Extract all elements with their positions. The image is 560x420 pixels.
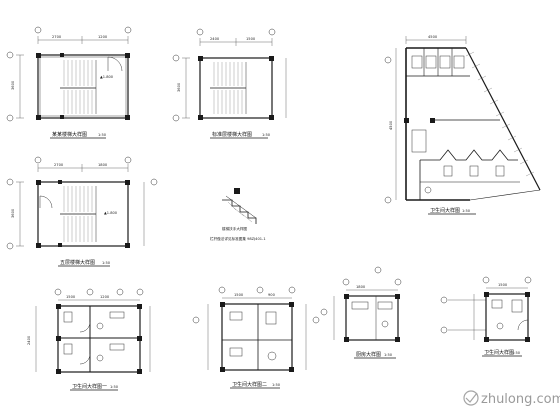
drawing-scale: 1:50	[102, 261, 111, 265]
drawing-title: 厨房大样图	[356, 351, 381, 358]
drawing-scale: 1:50	[384, 353, 393, 357]
drawing-scale: 1:50	[110, 385, 119, 389]
dim-label: 1500	[66, 295, 76, 299]
dim-label: 2400	[210, 37, 220, 41]
watermark-text: zhulong.com	[481, 392, 560, 407]
railing-detail: 楼梯扶手大样图 栏杆做法详见标准图集 98ZJ401-1	[210, 188, 266, 241]
dim-label: 1500	[498, 283, 508, 287]
drawing-title: 卫生间大样图二	[232, 381, 267, 388]
dim-label: 1500	[246, 37, 256, 41]
toilet-plan-1: 1500 1200 2400 卫生间大样图一 1:50	[27, 288, 151, 391]
toilet-plan-3: 1500 卫生间大样图 1:50	[440, 276, 532, 357]
drawing-scale: 1:50	[262, 133, 271, 137]
detail-title: 楼梯扶手大样图	[222, 226, 248, 231]
drawing-title: 卫生间大样图	[430, 207, 460, 214]
dim-label: 1800	[356, 285, 366, 289]
dim-label: 3600	[11, 208, 15, 218]
detail-note: 栏杆做法详见标准图集 98ZJ401-1	[210, 236, 266, 241]
drawing-scale: 1:50	[512, 351, 521, 355]
toilet-plan-triangular: 4500 4500	[384, 35, 541, 215]
drawing-title: 卫生间大样图	[484, 349, 514, 356]
dim-label: 2700	[52, 35, 62, 39]
drawing-scale: 1:50	[462, 209, 471, 213]
dim-label: 1200	[100, 295, 110, 299]
room-label: ▲1.800	[104, 211, 118, 215]
drawing-title: 卫生间大样图一	[72, 383, 107, 390]
watermark: zhulong.com	[463, 390, 560, 407]
dim-label: 4500	[389, 120, 393, 130]
dim-label: 3600	[177, 82, 181, 92]
stair-plan-2: 2400 1500 3600 标准层楼梯大样图 1:50	[172, 28, 287, 139]
drawing-title: 标准层楼梯大样图	[212, 131, 252, 138]
drawing-scale: 1:50	[272, 383, 281, 387]
dim-label: 1200	[98, 35, 108, 39]
dim-label: 2700	[54, 163, 64, 167]
stair-plan-3: 2700 1800 3600 ▲1.800 五层楼梯大样	[6, 156, 158, 267]
dim-label: 1800	[98, 163, 108, 167]
dim-label: 4500	[428, 35, 438, 39]
room-label: ▲1.800	[100, 75, 114, 79]
kitchen-plan: 1800 厨房大样图 1:50	[320, 266, 402, 359]
dim-label: 2400	[27, 335, 31, 345]
stair-plan-1: 2700 1200 3600	[6, 26, 132, 139]
drawing-title: 五层楼梯大样图	[60, 259, 95, 266]
drawing-title: 某某楼梯大样图	[52, 131, 87, 138]
toilet-plan-2: 1500 900 卫生间大样图二 1:50	[192, 286, 320, 389]
dim-label: 1500	[234, 293, 244, 297]
drawing-scale: 1:50	[98, 133, 107, 137]
dim-label: 3600	[11, 80, 15, 90]
dim-label: 900	[268, 293, 276, 297]
